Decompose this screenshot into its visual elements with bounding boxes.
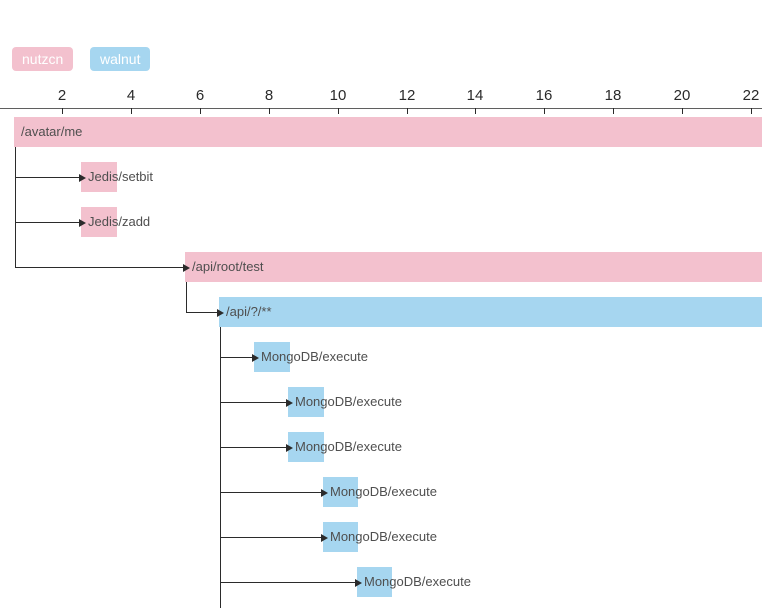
- axis-tick-label: 22: [742, 87, 760, 104]
- connector-hline: [220, 492, 322, 493]
- trace-span-bar[interactable]: [81, 162, 117, 192]
- trace-span-bar[interactable]: [357, 567, 392, 597]
- connector-hline: [220, 582, 356, 583]
- axis-tick-mark: [544, 108, 545, 114]
- connector-vline: [186, 282, 187, 313]
- trace-span-bar[interactable]: [14, 117, 762, 147]
- arrow-right-icon: [79, 174, 86, 182]
- arrow-right-icon: [79, 219, 86, 227]
- axis-tick-mark: [407, 108, 408, 114]
- axis-tick-label: 8: [264, 87, 274, 104]
- arrow-right-icon: [286, 444, 293, 452]
- connector-hline: [220, 537, 322, 538]
- connector-vline: [220, 327, 221, 608]
- connector-hline: [220, 402, 287, 403]
- arrow-right-icon: [321, 489, 328, 497]
- axis-tick-label: 20: [673, 87, 691, 104]
- axis-tick-label: 12: [398, 87, 416, 104]
- axis-tick-mark: [613, 108, 614, 114]
- connector-hline: [186, 312, 218, 313]
- connector-hline: [220, 447, 287, 448]
- axis-tick-label: 2: [57, 87, 67, 104]
- trace-span-label: MongoDB/execute: [261, 349, 368, 364]
- arrow-right-icon: [321, 534, 328, 542]
- axis-tick-label: 10: [329, 87, 347, 104]
- trace-span-bar[interactable]: [254, 342, 290, 372]
- trace-span-bar[interactable]: [323, 522, 358, 552]
- arrow-right-icon: [217, 309, 224, 317]
- axis-tick-label: 6: [195, 87, 205, 104]
- trace-span-bar[interactable]: [323, 477, 358, 507]
- axis-tick-mark: [682, 108, 683, 114]
- arrow-right-icon: [183, 264, 190, 272]
- trace-span-label: MongoDB/execute: [330, 484, 437, 499]
- axis-tick-mark: [62, 108, 63, 114]
- trace-span-label: MongoDB/execute: [364, 574, 471, 589]
- axis-tick-mark: [131, 108, 132, 114]
- trace-span-label: /avatar/me: [21, 124, 83, 139]
- trace-span-bar[interactable]: [288, 387, 324, 417]
- legend-badge-walnut[interactable]: walnut: [90, 47, 151, 71]
- axis-tick-mark: [269, 108, 270, 114]
- trace-span-label: Jedis/setbit: [88, 169, 154, 184]
- axis-tick-label: 16: [535, 87, 553, 104]
- connector-vline: [15, 147, 16, 268]
- connector-hline: [220, 357, 253, 358]
- arrow-right-icon: [355, 579, 362, 587]
- axis-tick-label: 18: [604, 87, 622, 104]
- trace-span-label: MongoDB/execute: [295, 439, 402, 454]
- axis-tick-mark: [751, 108, 752, 114]
- axis-tick-label: 4: [126, 87, 136, 104]
- trace-span-label: /api/root/test: [192, 259, 264, 274]
- trace-span-bar[interactable]: [219, 297, 762, 327]
- trace-span-label: MongoDB/execute: [295, 394, 402, 409]
- axis-tick-mark: [475, 108, 476, 114]
- arrow-right-icon: [286, 399, 293, 407]
- connector-hline: [15, 267, 184, 268]
- connector-hline: [15, 222, 80, 223]
- legend-badge-nutzcn[interactable]: nutzcn: [12, 47, 74, 71]
- axis-tick-mark: [338, 108, 339, 114]
- axis-baseline: [0, 108, 762, 109]
- arrow-right-icon: [252, 354, 259, 362]
- axis-tick-label: 14: [466, 87, 484, 104]
- trace-span-bar[interactable]: [185, 252, 762, 282]
- axis-tick-mark: [200, 108, 201, 114]
- connector-hline: [15, 177, 80, 178]
- trace-span-bar[interactable]: [81, 207, 117, 237]
- trace-span-bar[interactable]: [288, 432, 324, 462]
- trace-span-label: MongoDB/execute: [330, 529, 437, 544]
- trace-span-label: /api/?/**: [226, 304, 272, 319]
- trace-span-label: Jedis/zadd: [88, 214, 151, 229]
